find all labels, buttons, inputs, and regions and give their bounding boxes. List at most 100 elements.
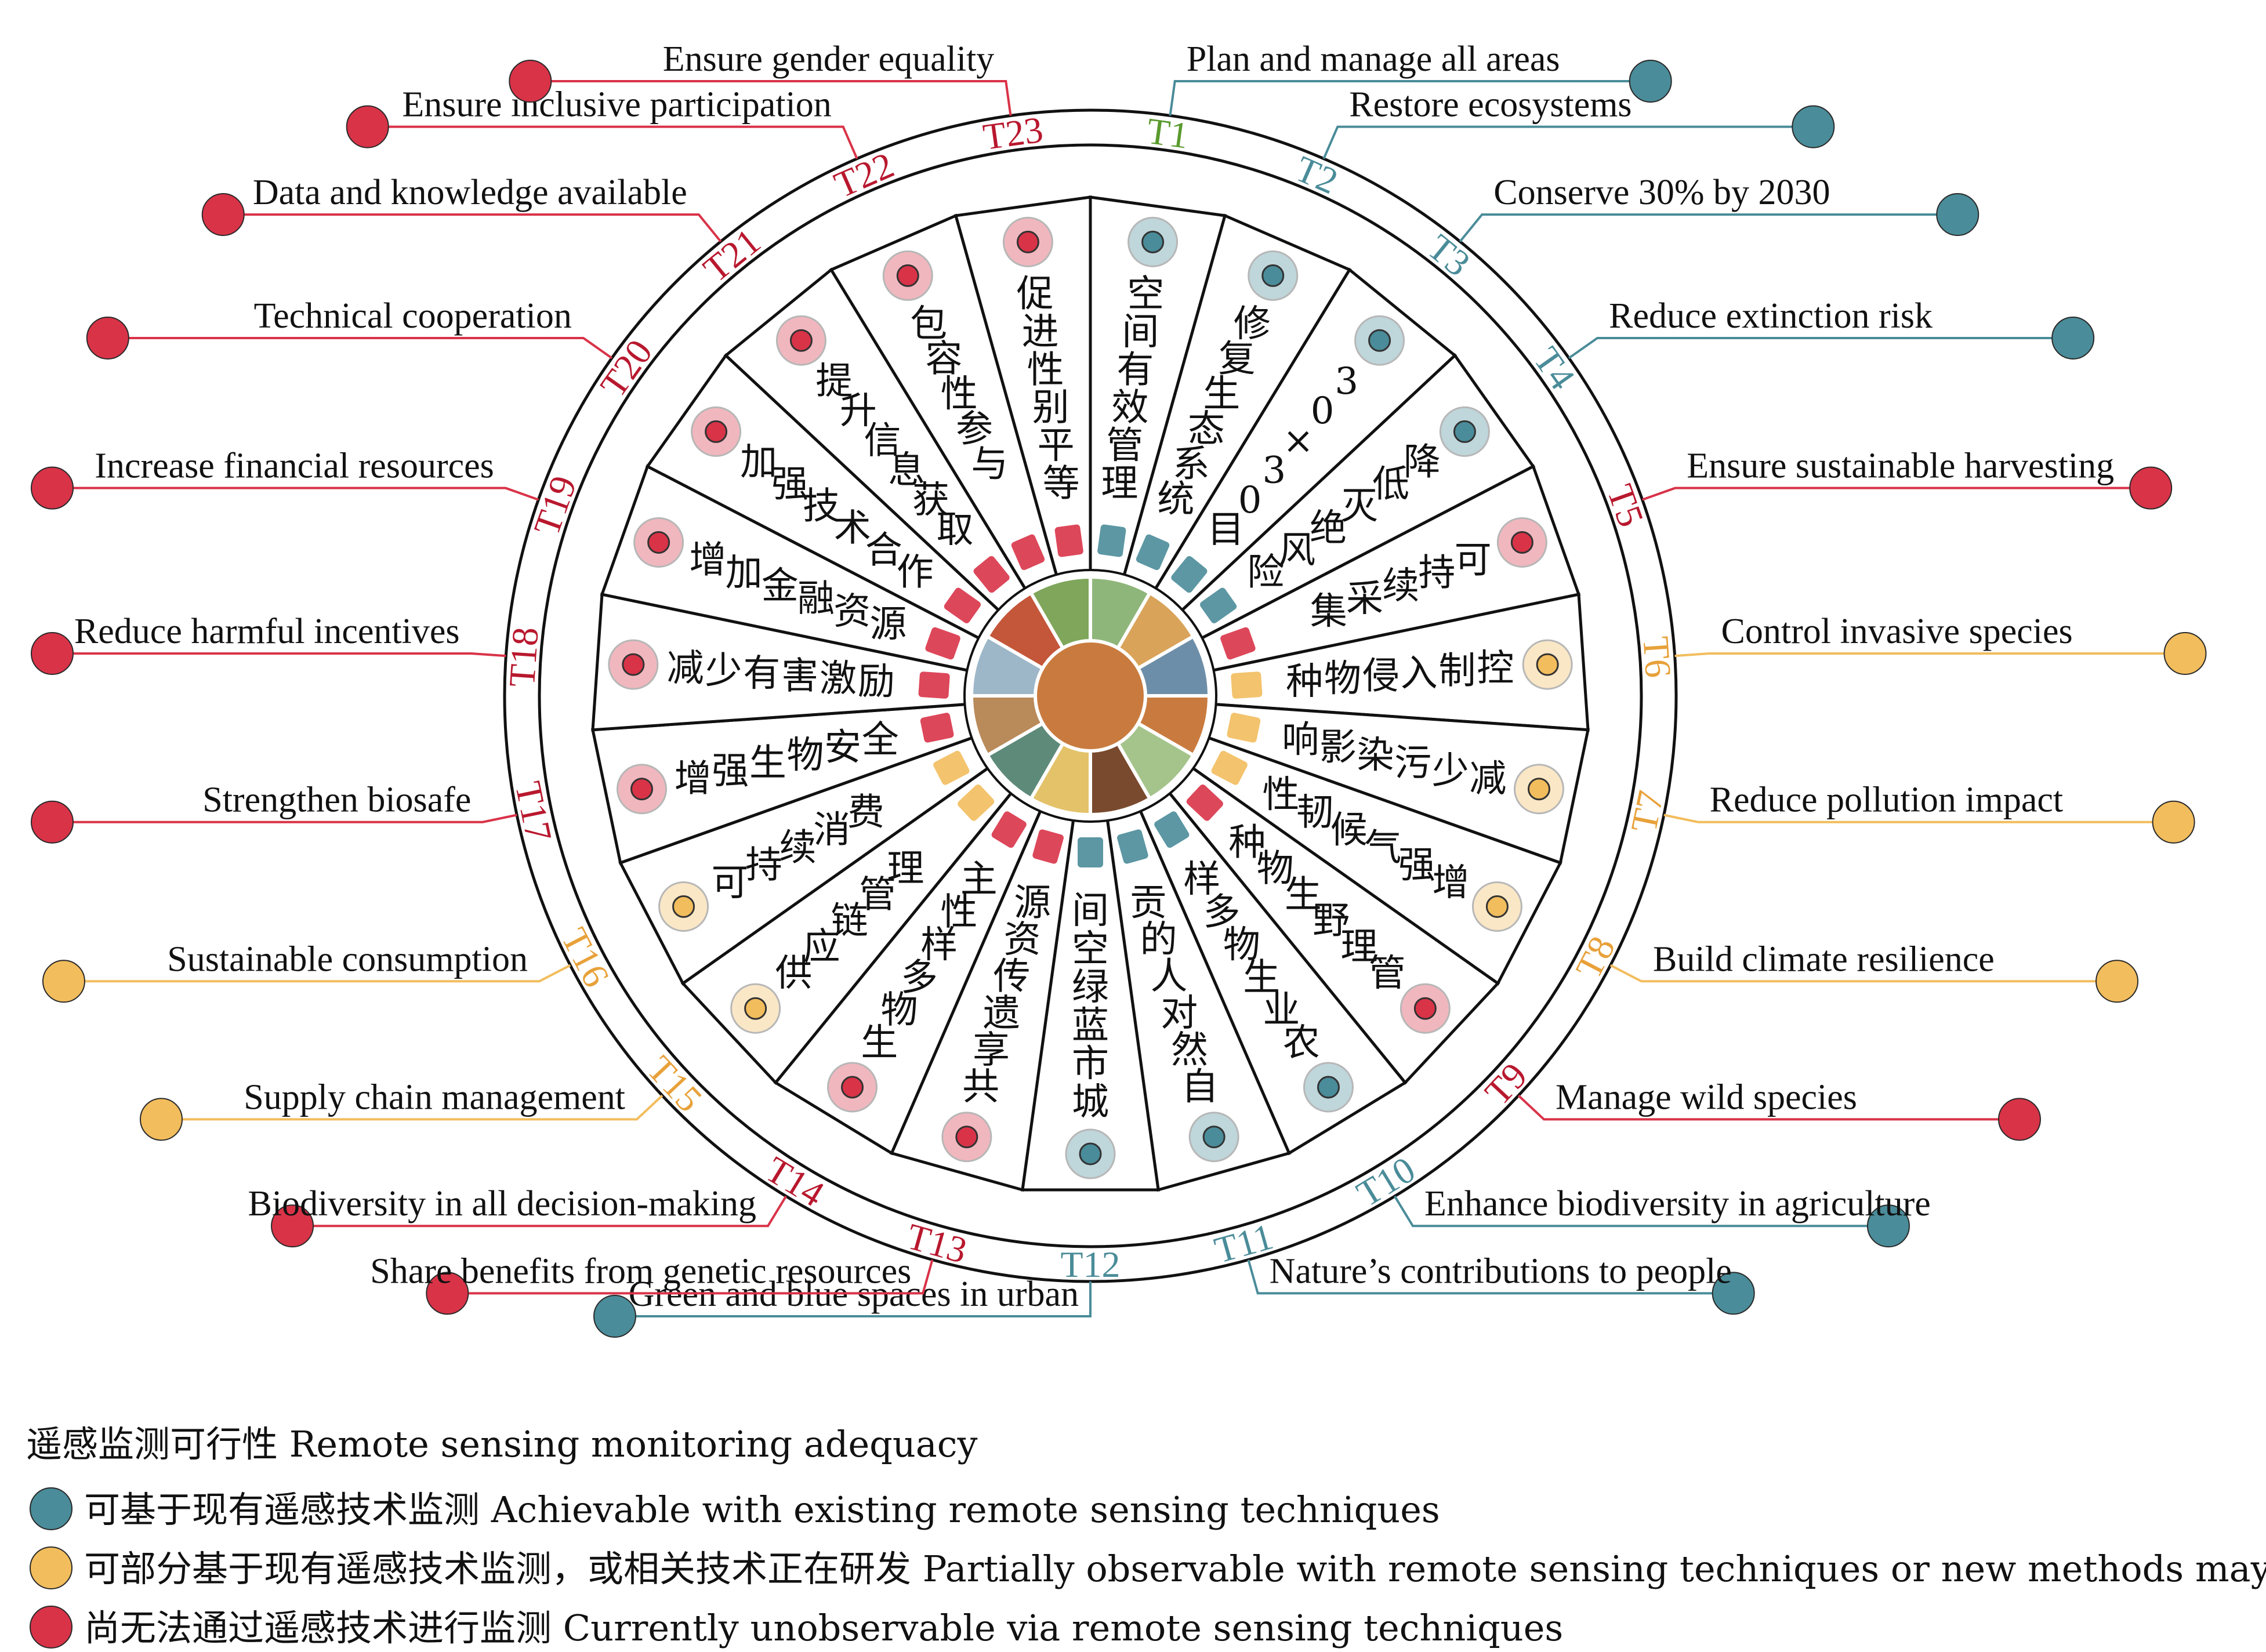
status-dot-teal (1792, 105, 1835, 148)
status-gem (958, 784, 995, 821)
target-cn-label: 促进性别平等 (1017, 273, 1080, 506)
target-cn-label: 可持续采集 (1310, 539, 1492, 633)
callout-line (292, 1195, 787, 1228)
crocodile-icon (1439, 406, 1490, 457)
legend-item-red: 尚无法通过遥感技术进行监测 Currently unobservable via… (30, 1606, 1563, 1649)
target-cn-label: 共享遗传资源 (962, 881, 1051, 1109)
legend-item-yellow: 可部分基于现有遥感技术监测，或相关技术正在研发 Partially observ… (30, 1546, 2266, 1590)
center-hub (963, 569, 1217, 823)
status-gem (1220, 627, 1256, 660)
target-en-label: Data and knowledge available (253, 173, 687, 212)
status-dot-red (509, 59, 552, 103)
legend-marker-yellow (30, 1546, 72, 1589)
legend-item-teal: 可基于现有遥感技术监测 Achievable with existing rem… (30, 1487, 1440, 1531)
callout-line (1568, 336, 2073, 360)
status-gem (1211, 750, 1248, 785)
status-dot-teal (1866, 1204, 1910, 1248)
callout-line (447, 1259, 934, 1295)
target-callout-t20: Technical cooperation (86, 296, 613, 360)
target-cn-label: 增强生物安全 (675, 718, 899, 800)
legend-text-teal: 可基于现有遥感技术监测 Achievable with existing rem… (84, 1488, 1440, 1531)
target-code: T18 (501, 626, 546, 688)
callout-line (52, 486, 539, 501)
info-icon (775, 315, 826, 366)
callout-line (367, 125, 858, 159)
target-cn-label: 空间有效管理 (1101, 273, 1164, 506)
coins-icon (633, 517, 684, 568)
legend-marker-red (30, 1606, 72, 1649)
target-sector-t23: 促进性别平等 T23 (953, 108, 1092, 696)
target-en-label: Conserve 30% by 2030 (1493, 173, 1830, 212)
target-code: T23 (981, 108, 1046, 157)
status-gem (1227, 713, 1261, 743)
deer-icon (1496, 517, 1547, 568)
target-en-label: Nature’s contributions to people (1270, 1251, 1732, 1291)
status-dot-red (346, 105, 389, 148)
target-en-label: Manage wild species (1556, 1077, 1857, 1117)
status-gem (1171, 555, 1208, 593)
target-en-label: Enhance biodiversity in agriculture (1424, 1184, 1931, 1223)
target-callout-t13: Share benefits from genetic resources (370, 1251, 934, 1315)
status-gem (925, 627, 960, 660)
target-cn-label: 加强技术合作 (740, 441, 934, 594)
microscope-icon (691, 406, 742, 457)
climate-thermometer-icon (1471, 881, 1522, 932)
status-dot-teal (2051, 316, 2095, 360)
callout-line (1394, 1195, 1888, 1228)
ecosystem-globe-icon (1248, 250, 1299, 301)
status-gem (920, 713, 954, 743)
money-hand-icon (658, 881, 709, 932)
sector-wedge (953, 195, 1092, 696)
target-callout-t21: Data and knowledge available (201, 173, 722, 242)
decrease-bars-icon (608, 639, 659, 690)
status-gem (1231, 671, 1263, 699)
target-en-label: Control invasive species (1721, 612, 2073, 651)
callout-line (1459, 213, 1958, 242)
target-callout-t16: Sustainable consumption (42, 939, 571, 1003)
status-gem (933, 750, 970, 785)
farm-field-icon (1303, 1062, 1354, 1113)
indigenous-person-icon (882, 250, 933, 301)
status-dot-red (86, 316, 129, 360)
planet-hand-icon (827, 1062, 878, 1113)
target-cn-label: 控制入侵物种 (1286, 647, 1514, 703)
callout-line (52, 652, 506, 658)
target-en-label: Share benefits from genetic resources (370, 1251, 911, 1291)
earth-heart-icon (1354, 315, 1405, 366)
target-cn-label: 降低灭绝风险 (1247, 441, 1441, 594)
callout-line (1247, 1259, 1734, 1295)
target-callout-t1: Plan and manage all areas (1169, 39, 1672, 116)
status-gem (1011, 534, 1045, 571)
target-callout-t3: Conserve 30% by 2030 (1459, 173, 1979, 242)
target-en-label: Reduce pollution impact (1710, 780, 2064, 820)
callout-line (1663, 814, 2174, 823)
target-cn-label: 修复生态系统 (1157, 303, 1270, 521)
legend-text-red: 尚无法通过遥感技术进行监测 Currently unobservable via… (84, 1607, 1563, 1649)
target-callout-t10: Enhance biodiversity in agriculture (1394, 1184, 1931, 1248)
status-dot-red (31, 466, 74, 510)
target-callout-t7: Reduce pollution impact (1663, 780, 2195, 844)
target-cn-label: 自然对人的贡 (1130, 881, 1219, 1109)
status-dot-teal (1712, 1272, 1755, 1315)
target-en-label: Strengthen biosafe (202, 780, 471, 820)
green-building-icon (1065, 1128, 1116, 1179)
target-en-label: Technical cooperation (254, 296, 572, 336)
status-dot-yellow (2163, 631, 2207, 675)
target-code: T7 (1623, 787, 1672, 836)
callout-line (1169, 79, 1651, 116)
target-cn-label: 减少有害激励 (667, 647, 895, 703)
status-gem (1097, 524, 1126, 557)
target-cn-label: 管理野生物种 (1228, 822, 1405, 995)
status-dot-yellow (2152, 800, 2195, 844)
berries-icon (1400, 983, 1451, 1034)
target-en-label: Biodiversity in all decision-making (248, 1184, 756, 1223)
status-gem (973, 555, 1010, 593)
status-gem (1032, 829, 1064, 864)
target-en-label: Sustainable consumption (167, 939, 528, 979)
